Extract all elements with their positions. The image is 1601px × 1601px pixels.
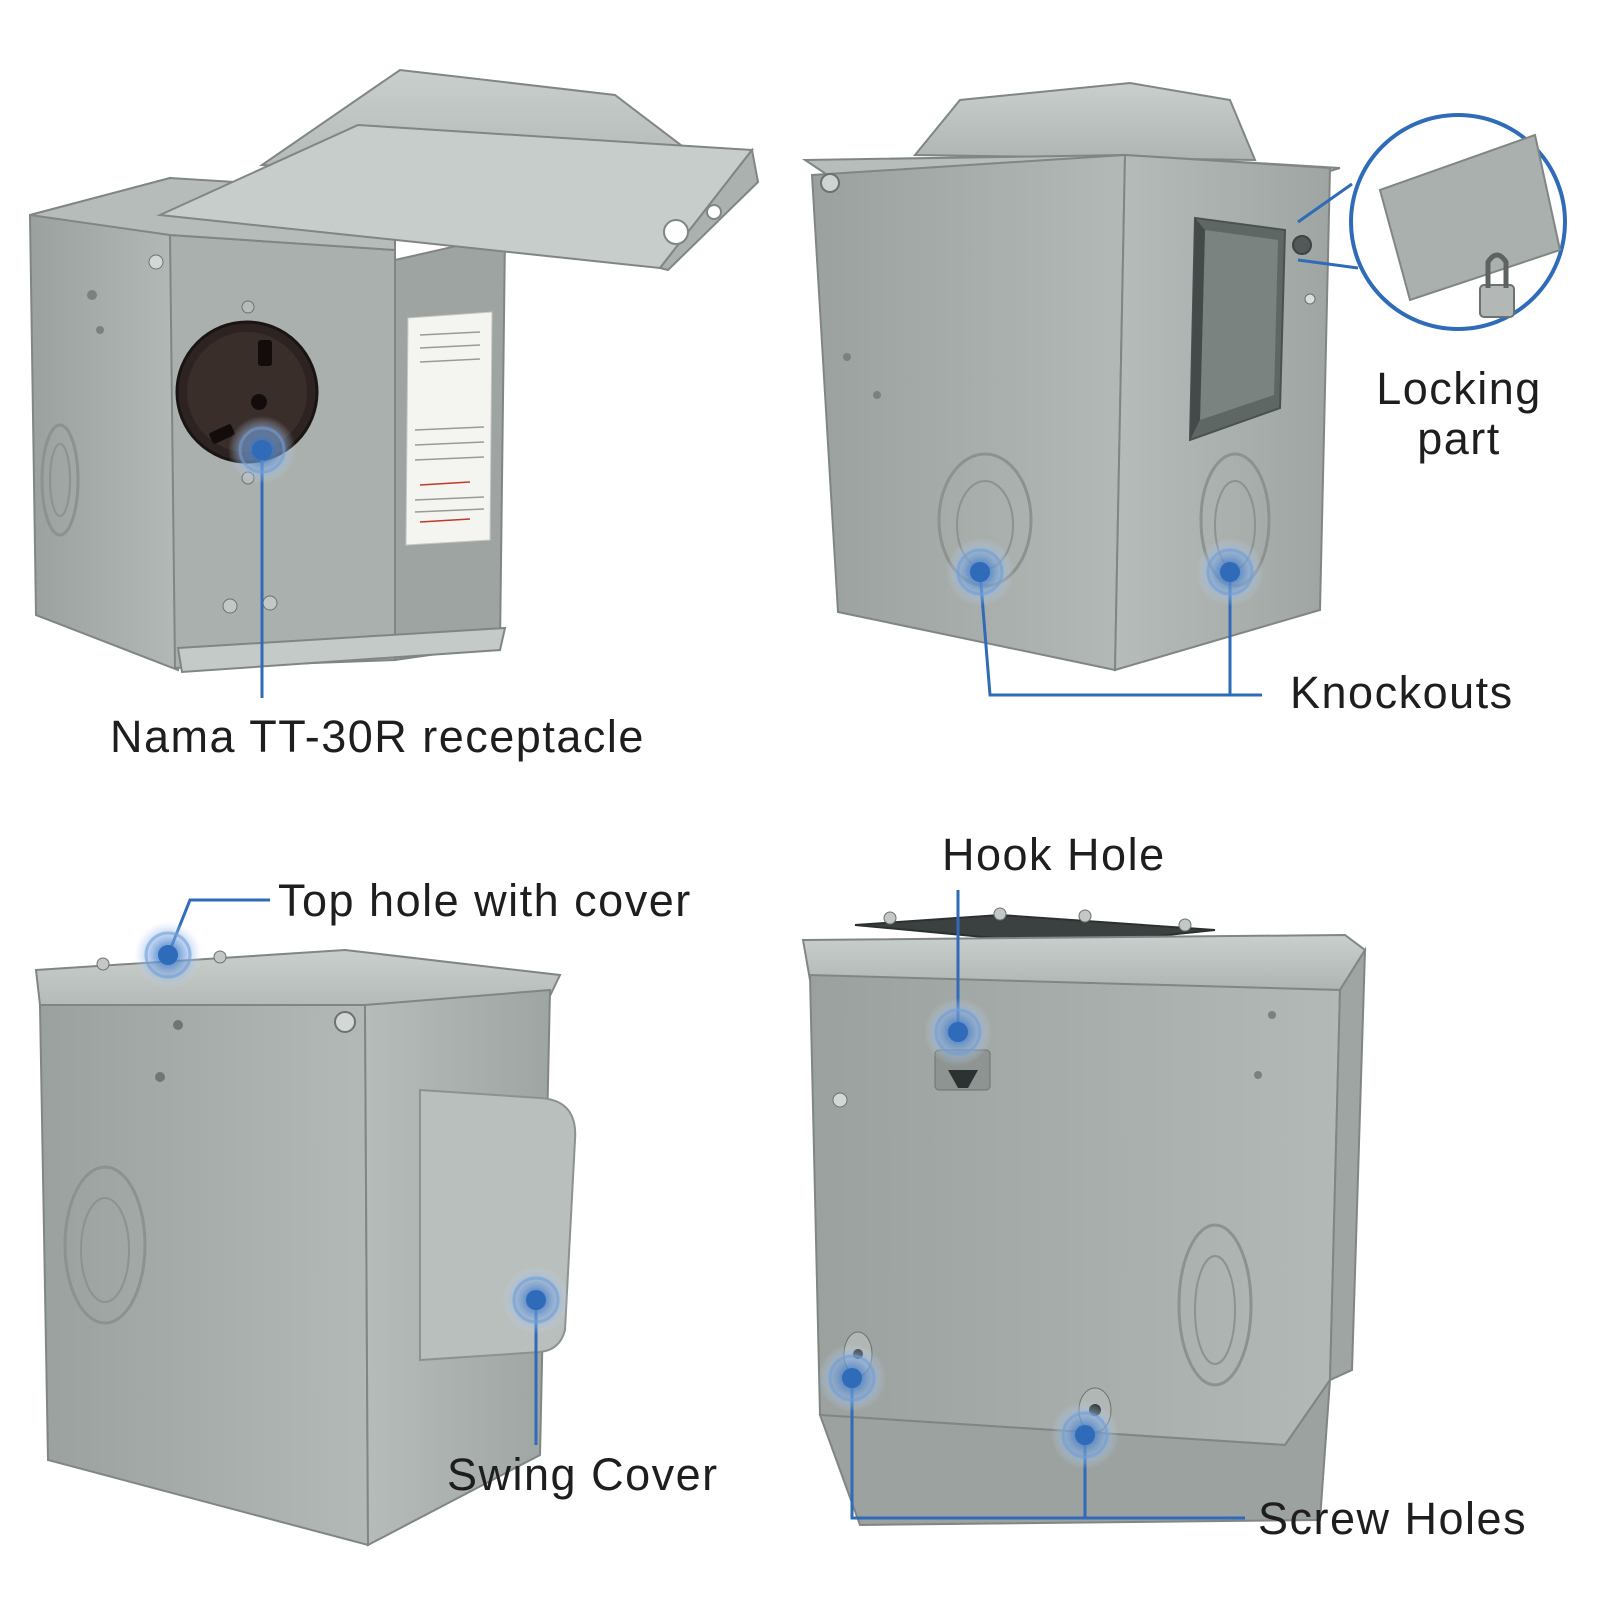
outlet-box-open-cover — [28, 68, 760, 674]
knockout-right-marker-icon — [1194, 536, 1266, 608]
screw-hole-left-marker-icon — [816, 1342, 888, 1414]
receptacle-label: Nama TT-30R receptacle — [110, 711, 645, 762]
callout-swing-cover — [500, 1264, 572, 1445]
outlet-box-rear-mounting — [801, 907, 1367, 1527]
locking-part-label-line1: Locking — [1376, 363, 1542, 414]
top-hole-marker-icon — [132, 919, 204, 991]
swing-cover-label: Swing Cover — [447, 1449, 719, 1500]
screw-hole-right-marker-icon — [1049, 1399, 1121, 1471]
outlet-box-back-swing-cover — [34, 948, 577, 1547]
hook-hole-marker-icon — [922, 996, 994, 1068]
callout-knockouts — [944, 536, 1266, 697]
callout-top-hole — [132, 898, 270, 991]
knockout-left-marker-icon — [944, 536, 1016, 608]
callout-screw-holes — [816, 1342, 1245, 1520]
locking-part-label-line2: part — [1417, 413, 1501, 465]
callout-receptacle — [226, 414, 298, 698]
locking-part-label: Locking part — [1368, 363, 1550, 465]
knockouts-label: Knockouts — [1290, 667, 1514, 718]
receptacle-marker-icon — [226, 414, 298, 486]
screw-holes-label: Screw Holes — [1258, 1493, 1528, 1544]
callout-hook-hole — [922, 890, 994, 1068]
top-hole-label: Top hole with cover — [278, 875, 692, 926]
hook-hole-label: Hook Hole — [942, 829, 1166, 880]
swing-cover-marker-icon — [500, 1264, 572, 1336]
outlet-box-side-with-lock — [801, 81, 1567, 672]
